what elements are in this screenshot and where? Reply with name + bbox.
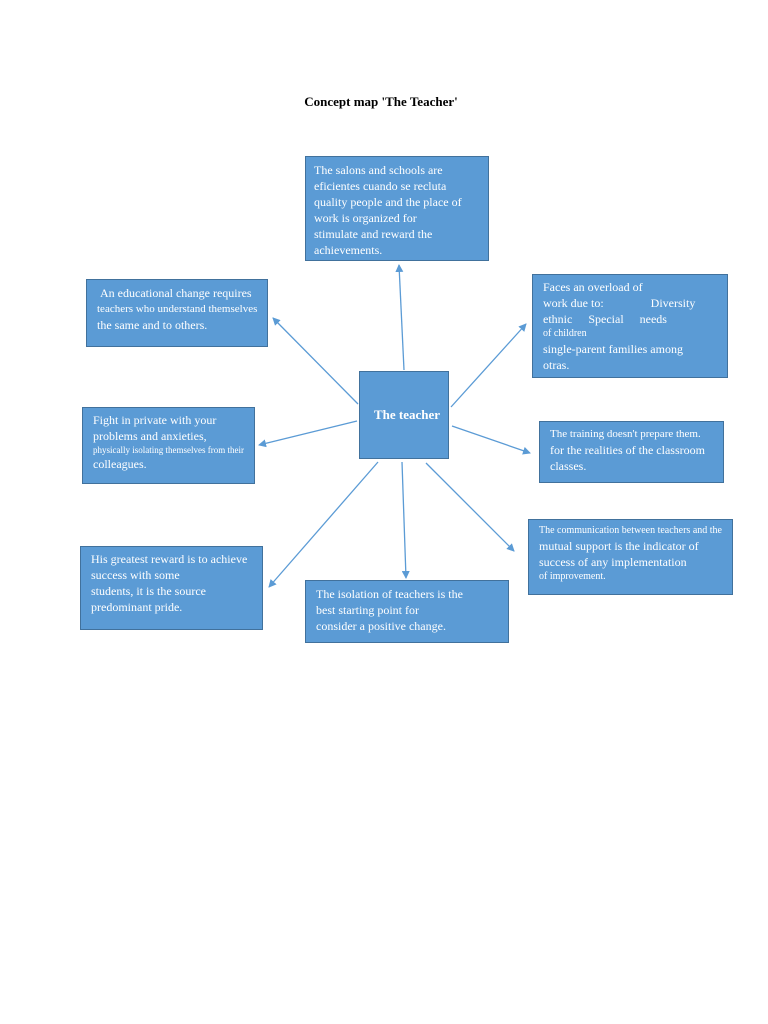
node-text-line: The training doesn't prepare them. — [550, 428, 701, 440]
node-text-line: consider a positive change. — [316, 619, 446, 633]
node-text-line: An educational change requires — [100, 286, 252, 300]
node-text-line: of improvement. — [539, 571, 606, 582]
node-text-segment: Special — [588, 312, 624, 326]
node-text-line: success of any implementation — [539, 555, 687, 569]
node-text-line: students, it is the source — [91, 584, 206, 598]
center-node-the-teacher: The teacher — [359, 371, 449, 459]
node-text-line: for the realities of the classroom — [550, 443, 705, 457]
page-title: Concept map 'The Teacher' — [304, 94, 458, 109]
node-text-segment: Diversity — [650, 296, 696, 310]
node-training-doesnt-prepare: The training doesn't prepare them. for t… — [539, 421, 724, 483]
node-text-line: classes. — [550, 459, 587, 473]
node-text-line: success with some — [91, 568, 180, 582]
node-fight-in-private: Fight in private with your problems and … — [82, 407, 255, 484]
node-salons-and-schools: The salons and schools are eficientes cu… — [305, 156, 489, 261]
node-text-line: work is organized for — [314, 211, 417, 225]
node-isolation-of-teachers: The isolation of teachers is the best st… — [305, 580, 509, 643]
center-node-label: The teacher — [373, 407, 441, 422]
arrow-to-left — [258, 420, 358, 448]
node-text-line: teachers who understand themselves — [97, 303, 258, 315]
node-text-line: mutual support is the indicator of — [539, 539, 699, 553]
node-text-line: predominant pride. — [91, 600, 183, 614]
arrow-to-top-left — [272, 317, 359, 405]
node-text-line: of children — [543, 328, 587, 339]
node-text-line: The isolation of teachers is the — [316, 587, 463, 601]
node-text-line: the same and to others. — [97, 318, 208, 332]
node-text-line: The communication between teachers and t… — [539, 525, 722, 536]
node-text-line: stimulate and reward the — [314, 227, 433, 241]
node-text-segment: ethnic — [543, 312, 573, 326]
node-text-line: The salons and schools are — [314, 163, 443, 177]
node-text-line: best starting point for — [316, 603, 419, 617]
node-overload-of-work: Faces an overload of work due to: Diversi… — [532, 274, 728, 378]
arrow-to-bottom — [401, 461, 410, 579]
node-text-line: physically isolating themselves from the… — [93, 445, 244, 455]
node-text-line: achievements. — [314, 243, 383, 257]
node-text-line: otras. — [543, 358, 570, 372]
node-greatest-reward: His greatest reward is to achieve succes… — [80, 546, 263, 630]
node-text-line: Fight in private with your — [93, 413, 217, 427]
arrow-to-bottom-left — [268, 461, 379, 588]
node-text-line: problems and anxieties, — [93, 429, 207, 443]
node-text-line: single-parent families among — [543, 342, 683, 356]
arrow-to-bottom-right — [425, 462, 515, 552]
node-text-line: quality people and the place of — [314, 195, 462, 209]
arrow-to-right — [451, 425, 531, 455]
arrow-to-top — [395, 264, 405, 371]
node-text-segment: needs — [639, 312, 667, 326]
node-text-line: Faces an overload of — [543, 280, 643, 294]
node-educational-change: An educational change requires teachers … — [86, 279, 268, 347]
node-text-line: His greatest reward is to achieve — [91, 552, 248, 566]
node-text-segment: work due to: — [543, 296, 604, 310]
node-text-line: colleagues. — [93, 457, 147, 471]
node-text-line: eficientes cuando se recluta — [314, 179, 447, 193]
node-communication-between-teachers: The communication between teachers and t… — [528, 519, 733, 595]
arrow-to-top-right — [450, 323, 527, 408]
